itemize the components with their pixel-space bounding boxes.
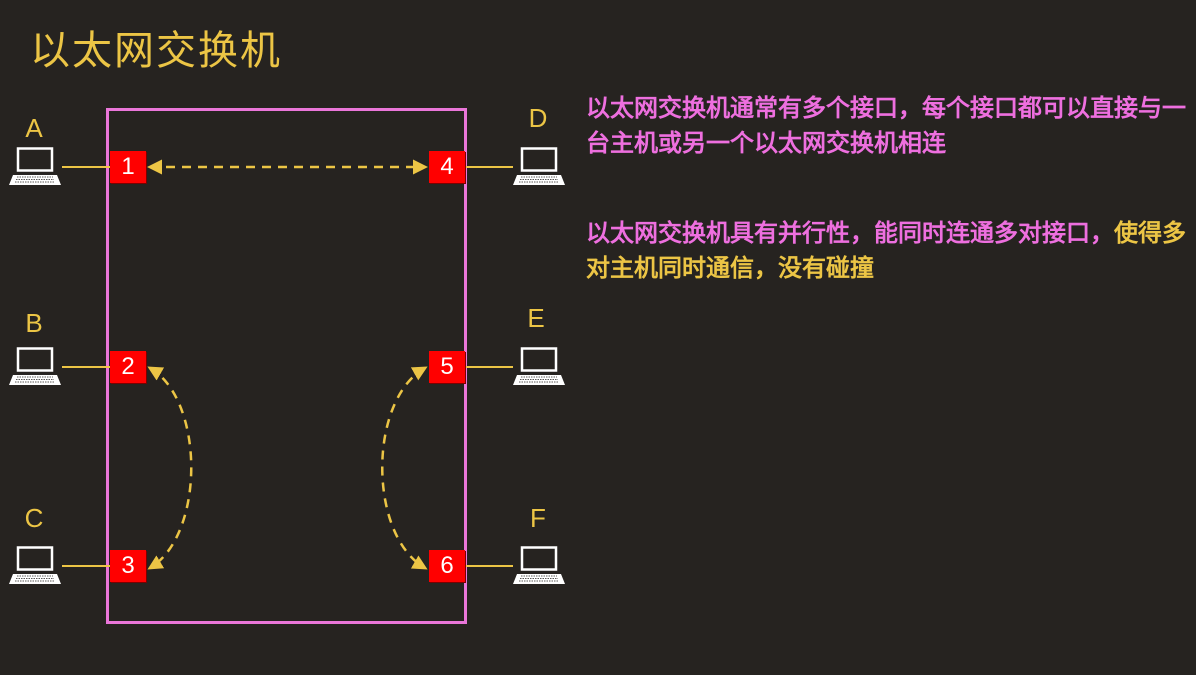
laptop-icon [9,347,61,385]
port-1: 1 [110,151,146,183]
cable-a [62,166,110,168]
cable-e [465,366,513,368]
laptop-icon [9,147,61,185]
port-4: 4 [429,151,465,183]
parallel-description-highlight: 以太网交换机具有并行性，能同时连通多对接口， [586,220,1114,247]
laptop-icon [9,546,61,584]
laptop-icon [513,347,565,385]
host-label-b: B [25,308,43,338]
ethernet-switch [106,108,467,624]
ports-description: 以太网交换机通常有多个接口，每个接口都可以直接与一台主机或另一个以太网交换机相连 [586,95,1186,157]
port-6: 6 [429,550,465,582]
host-label-c: C [24,503,44,533]
laptop-icon [513,147,565,185]
port-2: 2 [110,351,146,383]
cable-c [62,565,110,567]
parallel-description: 以太网交换机具有并行性，能同时连通多对接口，使得多对主机同时通信，没有碰撞 [586,216,1191,286]
cable-f [465,565,513,567]
cable-b [62,366,110,368]
slide-title: 以太网交换机 [30,28,282,74]
laptop-icon [513,546,565,584]
host-label-a: A [25,113,43,143]
cable-d [465,166,513,168]
host-label-e: E [527,303,545,333]
host-label-f: F [530,503,546,533]
port-3: 3 [110,550,146,582]
host-label-d: D [528,103,548,133]
port-5: 5 [429,351,465,383]
parallel-description-result: 使得多对主机同时通信，没有碰撞 [586,220,1186,282]
